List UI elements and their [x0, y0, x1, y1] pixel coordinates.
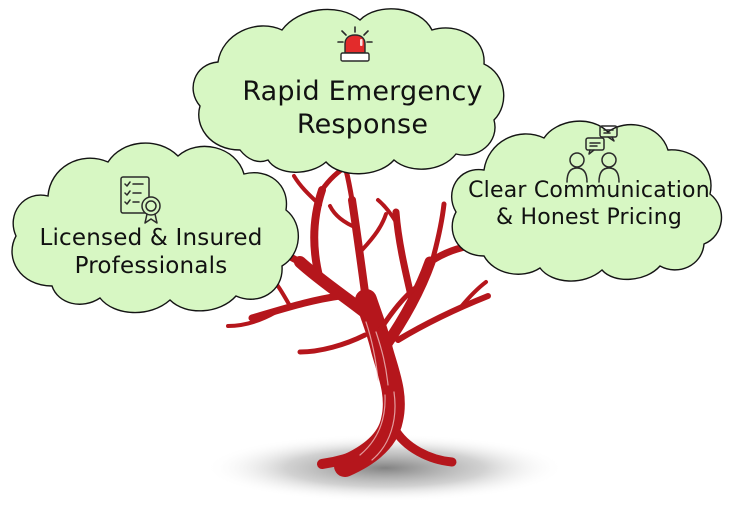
- branch-left-upper-tip2: [292, 174, 322, 207]
- branch-left-upper: [310, 186, 326, 284]
- branch-center-side2: [328, 204, 359, 230]
- label-licensed-line1: Licensed & Insured: [39, 225, 263, 251]
- label-rapid-emergency-response: Rapid Emergency Response: [220, 76, 505, 142]
- label-licensed-line2: Professionals: [74, 253, 228, 280]
- branch-center-side: [360, 212, 388, 252]
- branch-main-right: [378, 256, 436, 354]
- branch-left-low-tip: [226, 310, 278, 328]
- branch-center-top: [348, 196, 370, 304]
- cloud-licensed: [11, 142, 300, 314]
- certified-checklist-icon: [120, 176, 161, 224]
- bark-texture: [359, 321, 396, 461]
- label-rapid-line1: Rapid Emergency: [242, 76, 483, 107]
- label-clear-communication: Clear Communication & Honest Pricing: [448, 178, 730, 232]
- branch-main-left: [294, 256, 378, 324]
- branch-right-low-tip: [458, 280, 488, 310]
- branch-right-mid: [377, 283, 421, 333]
- conversation-people-icon: [566, 125, 620, 183]
- branch-right-low: [395, 293, 491, 343]
- label-licensed-insured: Licensed & Insured Professionals: [14, 224, 288, 280]
- label-communication-line1: Clear Communication: [468, 178, 710, 203]
- branch-left-low: [248, 292, 344, 322]
- branch-right-up-tip: [376, 198, 398, 224]
- emergency-siren-icon: [337, 26, 373, 62]
- branch-left-mid: [297, 332, 368, 355]
- branch-center-top-tip: [343, 167, 355, 203]
- label-communication-line2: & Honest Pricing: [495, 204, 683, 230]
- branch-right-up: [392, 208, 416, 304]
- tree-root-right: [389, 423, 457, 467]
- ground-shadow: [205, 434, 565, 502]
- cloud-communication: [450, 120, 723, 282]
- cloud-rapid: [192, 8, 505, 175]
- label-rapid-line2: Response: [296, 108, 429, 140]
- branch-right-high: [429, 201, 447, 265]
